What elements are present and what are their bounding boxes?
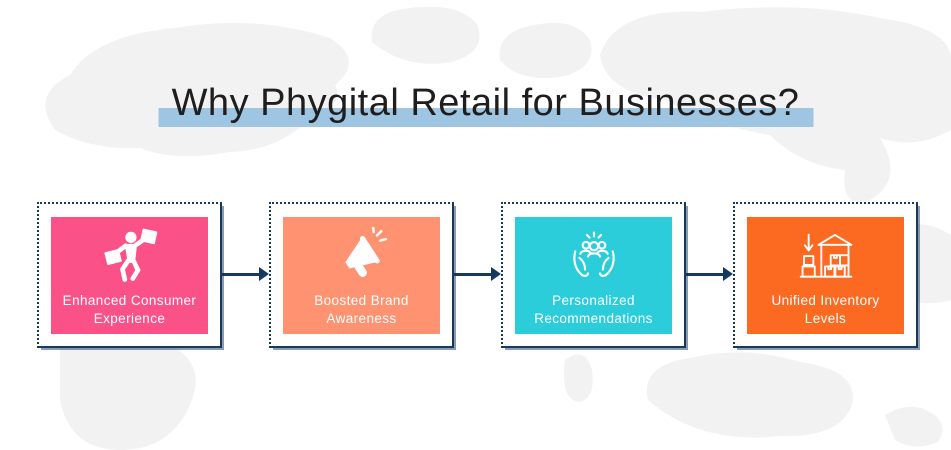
step-card-boosted-brand-awareness: Boosted Brand Awareness xyxy=(269,202,454,348)
flow-arrow xyxy=(686,266,733,283)
step-tile: Unified Inventory Levels xyxy=(747,216,904,334)
step-card-unified-inventory-levels: Unified Inventory Levels xyxy=(733,202,918,348)
title-highlight-bar xyxy=(158,108,813,127)
flow-arrow xyxy=(222,266,269,283)
step-label: Unified Inventory Levels xyxy=(771,292,880,327)
hands-people-icon xyxy=(564,227,624,287)
arrow-head xyxy=(259,267,269,281)
arrow-shaft xyxy=(686,273,727,276)
step-label: Personalized Recommendations xyxy=(534,292,653,327)
step-label: Boosted Brand Awareness xyxy=(314,292,409,327)
flow-arrow xyxy=(454,266,501,283)
step-tile: Boosted Brand Awareness xyxy=(283,216,440,334)
arrow-shaft xyxy=(222,273,263,276)
arrow-shaft xyxy=(454,273,495,276)
page-title: Why Phygital Retail for Businesses? xyxy=(171,82,800,124)
shopper-bags-icon xyxy=(100,227,160,287)
step-card-enhanced-consumer-experience: Enhanced Consumer Experience xyxy=(37,202,222,348)
step-label: Enhanced Consumer Experience xyxy=(62,292,197,327)
warehouse-boxes-icon xyxy=(796,227,856,287)
title-section: Why Phygital Retail for Businesses? xyxy=(20,0,951,150)
step-card-personalized-recommendations: Personalized Recommendations xyxy=(501,202,686,348)
step-tile: Enhanced Consumer Experience xyxy=(51,216,208,334)
step-tile: Personalized Recommendations xyxy=(515,216,672,334)
arrow-head xyxy=(723,267,733,281)
arrow-head xyxy=(491,267,501,281)
megaphone-icon xyxy=(332,226,392,287)
